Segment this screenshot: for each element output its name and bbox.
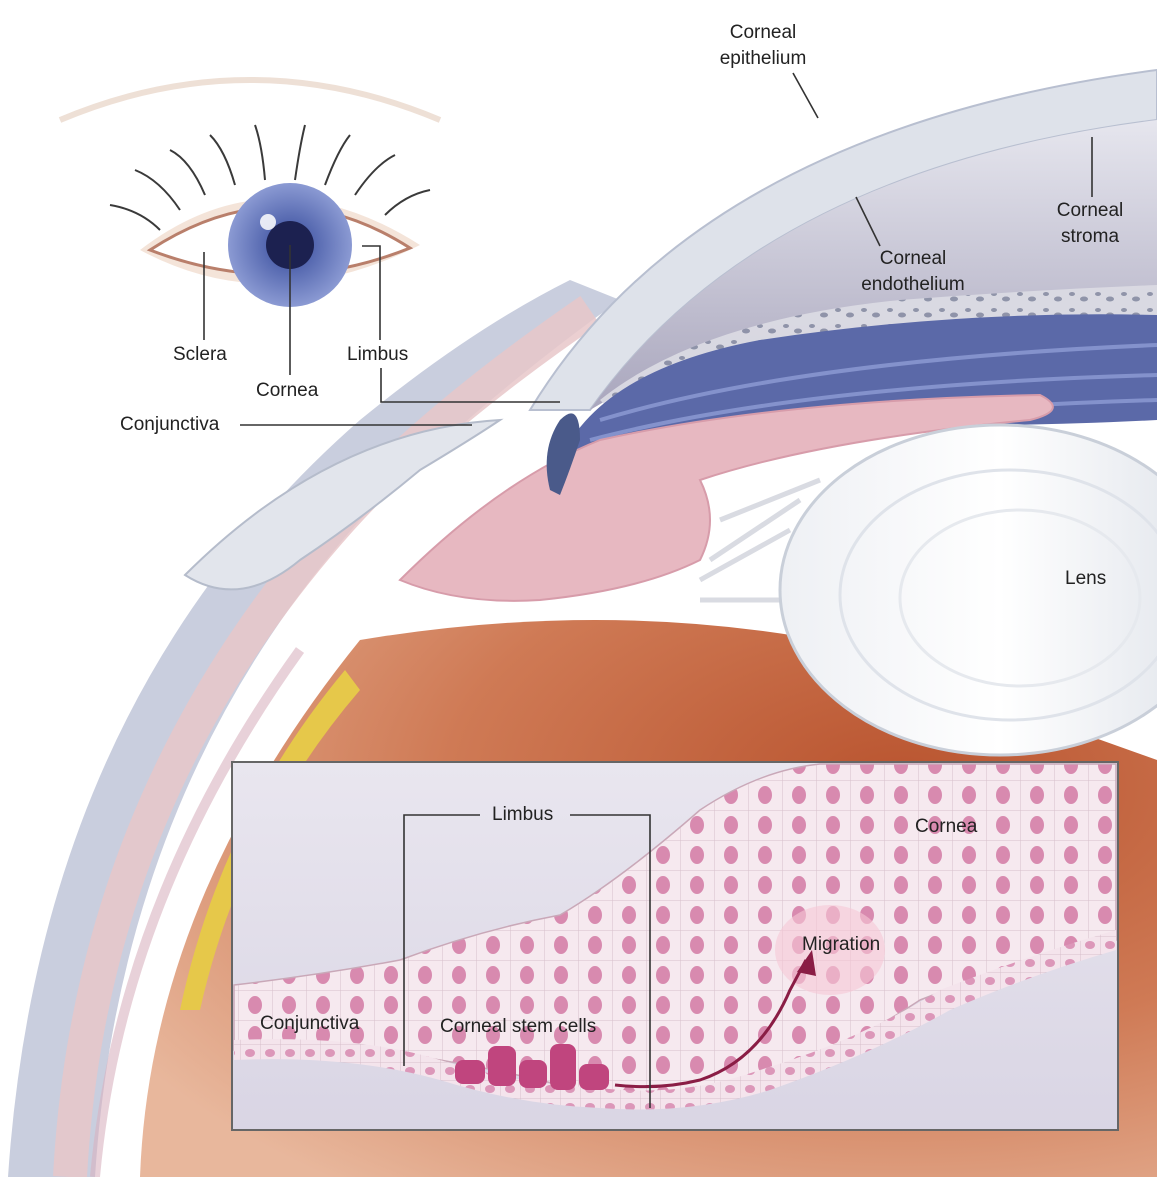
label-limbus: Limbus <box>347 342 408 368</box>
label-corneal-epithelium: Corneal epithelium <box>703 20 823 72</box>
label-cornea: Cornea <box>256 378 318 404</box>
label-lens: Lens <box>1065 566 1106 592</box>
label-corneal-epithelium-line2: epithelium <box>703 46 823 72</box>
label-corneal-endothelium-line2: endothelium <box>843 272 983 298</box>
label-corneal-endothelium-line1: Corneal <box>843 246 983 272</box>
label-sclera: Sclera <box>173 342 227 368</box>
inset-label-conjunctiva: Conjunctiva <box>260 1012 359 1036</box>
inset-panel <box>232 762 1118 1130</box>
inset-label-migration: Migration <box>802 933 880 957</box>
label-corneal-endothelium: Corneal endothelium <box>843 246 983 298</box>
inset-label-stem-cells: Corneal stem cells <box>440 1015 596 1039</box>
label-conjunctiva: Conjunctiva <box>120 412 219 438</box>
inset-label-cornea: Cornea <box>915 815 977 839</box>
label-corneal-stroma-line2: stroma <box>1035 224 1145 250</box>
external-eye <box>60 80 440 307</box>
label-corneal-stroma-line1: Corneal <box>1035 198 1145 224</box>
label-corneal-stroma: Corneal stroma <box>1035 198 1145 250</box>
label-corneal-epithelium-line1: Corneal <box>703 20 823 46</box>
inset-label-limbus: Limbus <box>488 803 557 827</box>
